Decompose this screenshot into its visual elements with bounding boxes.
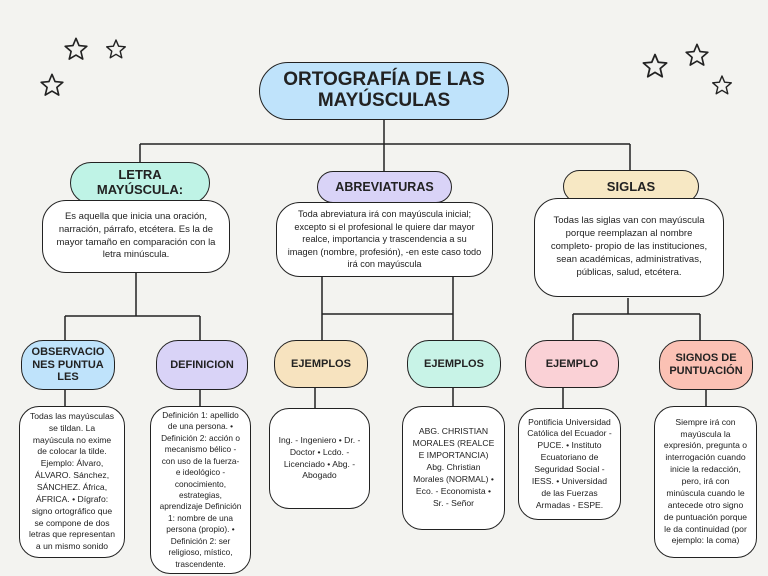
- star-icon: [642, 53, 668, 78]
- title-node: ORTOGRAFÍA DE LAS MAYÚSCULAS: [259, 62, 509, 120]
- signos-puntuacion-card: Siempre irá con mayúscula la expresión, …: [654, 406, 757, 558]
- ejemplos-abreviaturas-node: EJEMPLOS: [274, 340, 368, 388]
- abreviaturas-description: Toda abreviatura irá con mayúscula inici…: [276, 202, 493, 277]
- ejemplos-realce-node: EJEMPLOS: [407, 340, 501, 388]
- star-icon: [685, 43, 709, 66]
- siglas-description: Todas las siglas van con mayúscula porqu…: [534, 198, 724, 297]
- ejemplos-abreviaturas-card: Ing. - Ingeniero • Dr. - Doctor • Lcdo. …: [269, 408, 370, 509]
- abreviaturas-node: ABREVIATURAS: [317, 171, 452, 203]
- star-icon: [64, 37, 88, 60]
- signos-puntuacion-node: SIGNOS DE PUNTUACIÓN: [659, 340, 753, 390]
- siglas-node: SIGLAS: [563, 170, 699, 203]
- page-title: ORTOGRAFÍA DE LAS MAYÚSCULAS: [283, 69, 485, 111]
- star-icon: [106, 39, 126, 59]
- observaciones-node: OBSERVACIONES PUNTUALES: [21, 340, 115, 390]
- definicion-node: DEFINICION: [156, 340, 248, 390]
- letra-mayuscula-description: Es aquella que inicia una oración, narra…: [42, 200, 230, 273]
- ejemplo-siglas-card: Pontificia Universidad Católica del Ecua…: [518, 408, 621, 520]
- star-icon: [712, 75, 732, 95]
- ejemplos-realce-card: ABG. CHRISTIAN MORALES (REALCE E IMPORTA…: [402, 406, 505, 530]
- observaciones-card: Todas las mayúsculas se tildan. La mayús…: [19, 406, 125, 558]
- letra-mayuscula-node: LETRA MAYÚSCULA:: [70, 162, 210, 204]
- star-icon: [40, 73, 64, 96]
- definicion-card: Definición 1: apellido de una persona. •…: [150, 406, 251, 574]
- ejemplo-siglas-node: EJEMPLO: [525, 340, 619, 388]
